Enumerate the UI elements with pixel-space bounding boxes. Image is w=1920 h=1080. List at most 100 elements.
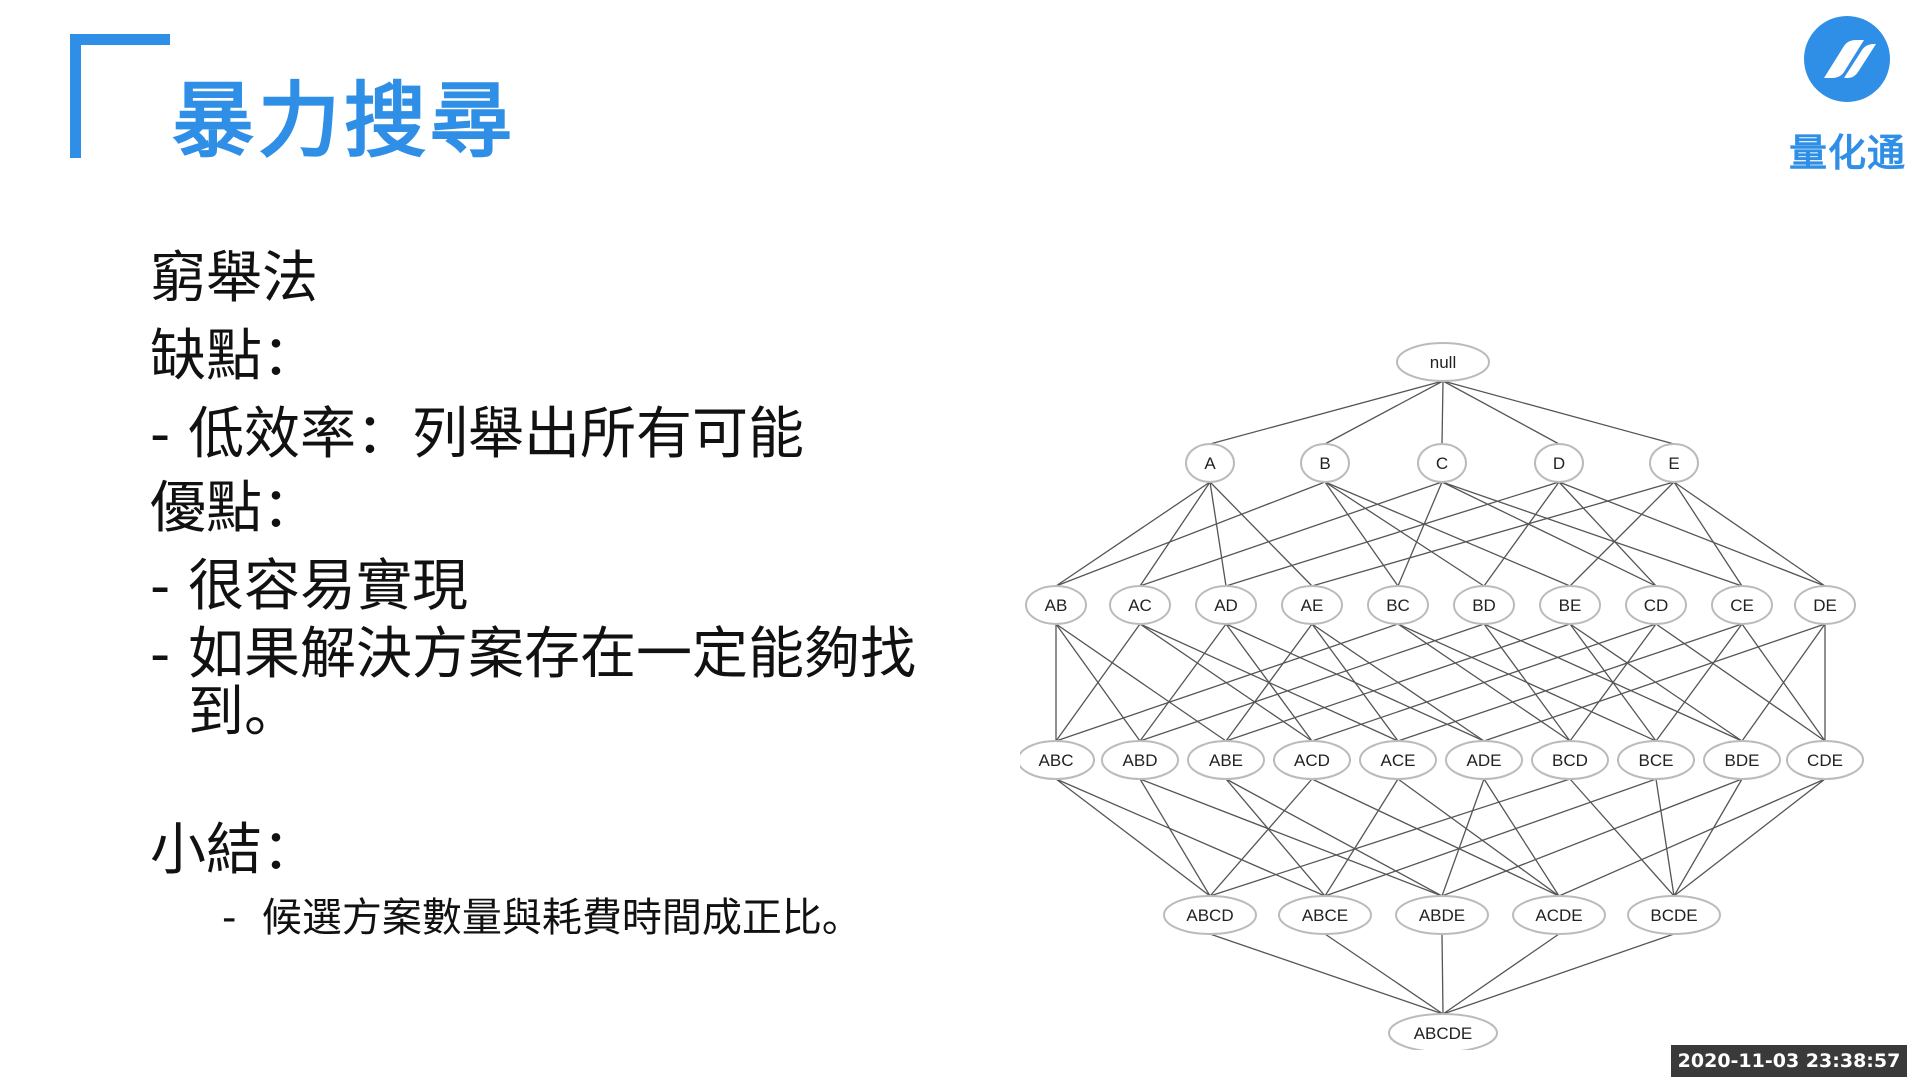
lattice-node-label: ABCD (1186, 906, 1233, 925)
lattice-edge-null-C (1441, 380, 1444, 445)
slide-content: 窮舉法 缺點： - 低效率：列舉出所有可能 優點： - 很容易實現 - 如果解決… (150, 240, 990, 946)
lattice-node-shape (1625, 585, 1687, 625)
lattice-edge-A-AB (1055, 481, 1211, 587)
lattice-edge-AE-ABE (1225, 623, 1313, 742)
lattice-node-label: C (1436, 454, 1448, 473)
lattice-edge-ADE-ACDE (1483, 778, 1560, 897)
lattice-node-shape (1617, 740, 1695, 780)
lattice-node-label: AE (1301, 596, 1324, 615)
lattice-edge-C-CD (1441, 481, 1657, 587)
lattice-edge-A-AE (1209, 481, 1313, 587)
lattice-node-label: ABCDE (1414, 1024, 1473, 1043)
lattice-node-ABCE: ABCE (1278, 895, 1372, 935)
lattice-node-label: B (1319, 454, 1330, 473)
lattice-node-E: E (1649, 443, 1699, 483)
lattice-node-BCD: BCD (1531, 740, 1609, 780)
lattice-edge-D-DE (1558, 481, 1826, 587)
lattice-node-label: BC (1386, 596, 1410, 615)
lattice-node-shape (1195, 585, 1257, 625)
lattice-node-ABCD: ABCD (1163, 895, 1257, 935)
brand-logo: 量化通 (1780, 14, 1910, 175)
lattice-node-BC: BC (1367, 585, 1429, 625)
lattice-node-label: ABCE (1302, 906, 1348, 925)
lattice-node-ACE: ACE (1359, 740, 1437, 780)
lattice-edge-E-BE (1569, 481, 1675, 587)
lattice-node-shape (1531, 740, 1609, 780)
lattice-node-label: ABC (1039, 751, 1074, 770)
lattice-edge-D-CD (1558, 481, 1657, 587)
lattice-node-BCDE: BCDE (1627, 895, 1721, 935)
lattice-edge-ABC-ABCE (1055, 778, 1326, 897)
lattice-node-label: ABD (1123, 751, 1158, 770)
lattice-edge-ABD-ABDE (1139, 778, 1443, 897)
lattice-edge-ABE-ABDE (1225, 778, 1443, 897)
lattice-node-ACD: ACD (1273, 740, 1351, 780)
lattice-node-shape (1649, 443, 1699, 483)
lattice-node-label: AC (1128, 596, 1152, 615)
lattice-edge-CDE-BCDE (1673, 778, 1826, 897)
bullet-dash: - (150, 402, 171, 467)
lattice-node-BE: BE (1539, 585, 1601, 625)
timestamp: 2020-11-03 23:38:57 (1671, 1045, 1907, 1077)
lattice-node-ABDE: ABDE (1395, 895, 1489, 935)
lattice-edge-C-BC (1397, 481, 1443, 587)
lattice-node-shape (1281, 585, 1343, 625)
lattice-node-shape (1367, 585, 1429, 625)
lattice-node-shape (1163, 895, 1257, 935)
lattice-node-label: AD (1214, 596, 1238, 615)
lattice-edge-ABCE-ABCDE (1324, 933, 1444, 1015)
lattice-node-shape (1512, 895, 1606, 935)
logo-icon (1804, 16, 1890, 102)
lattice-edge-B-BD (1324, 481, 1485, 587)
lattice-node-shape (1187, 740, 1265, 780)
lattice-edge-ACE-ABCE (1324, 778, 1399, 897)
lattice-node-shape (1417, 443, 1467, 483)
lattice-node-label: CD (1644, 596, 1669, 615)
lattice-node-label: ABE (1209, 751, 1243, 770)
bullet-dash: - (150, 622, 171, 687)
lattice-node-shape (1388, 1013, 1498, 1050)
lattice-edge-ABD-ABCD (1139, 778, 1211, 897)
lattice-edge-null-A (1209, 380, 1444, 445)
lattice-node-ACDE: ACDE (1512, 895, 1606, 935)
lattice-node-shape (1395, 895, 1489, 935)
lattice-edge-B-AB (1055, 481, 1326, 587)
lattice-node-shape (1703, 740, 1781, 780)
lattice-edge-BCD-BCDE (1569, 778, 1675, 897)
lattice-edge-E-AE (1311, 481, 1675, 587)
lattice-edge-BE-ABE (1225, 623, 1571, 742)
lattice-node-ABE: ABE (1187, 740, 1265, 780)
lattice-edge-BDE-ABDE (1441, 778, 1743, 897)
summary-item-text: 候選方案數量與耗費時間成正比。 (261, 895, 862, 941)
lattice-edge-A-AC (1139, 481, 1211, 587)
lattice-node-label: BE (1559, 596, 1582, 615)
pros-item-1: - 很容易實現 (150, 558, 990, 616)
lattice-node-ABD: ABD (1101, 740, 1179, 780)
lattice-node-CE: CE (1711, 585, 1773, 625)
lattice-node-ABC: ABC (1020, 740, 1095, 780)
bracket-horizontal (70, 34, 170, 45)
lattice-node-CD: CD (1625, 585, 1687, 625)
lattice-node-AC: AC (1109, 585, 1171, 625)
lattice-edge-AC-ABC (1055, 623, 1141, 742)
lattice-edge-null-E (1442, 380, 1675, 445)
lattice-edge-ACD-ACDE (1311, 778, 1560, 897)
lattice-edge-B-BC (1324, 481, 1399, 587)
lattice-node-label: BCDE (1650, 906, 1697, 925)
pros-item-1-text: 很容易實現 (188, 554, 468, 619)
lattice-node-label: D (1553, 454, 1565, 473)
lattice-node-label: BCE (1639, 751, 1674, 770)
lattice-node-label: ACD (1294, 751, 1330, 770)
lattice-node-AD: AD (1195, 585, 1257, 625)
lattice-node-BCE: BCE (1617, 740, 1695, 780)
lattice-node-label: null (1430, 353, 1456, 372)
lattice-edge-CD-CDE (1655, 623, 1826, 742)
lattice-node-shape (1300, 443, 1350, 483)
lattice-node-shape (1109, 585, 1171, 625)
lattice-node-shape (1273, 740, 1351, 780)
lattice-node-shape (1786, 740, 1864, 780)
lattice-edge-AD-ABD (1139, 623, 1227, 742)
lattice-edge-ABE-ABCE (1225, 778, 1326, 897)
lattice-node-BD: BD (1453, 585, 1515, 625)
pros-heading: 優點： (150, 476, 318, 541)
